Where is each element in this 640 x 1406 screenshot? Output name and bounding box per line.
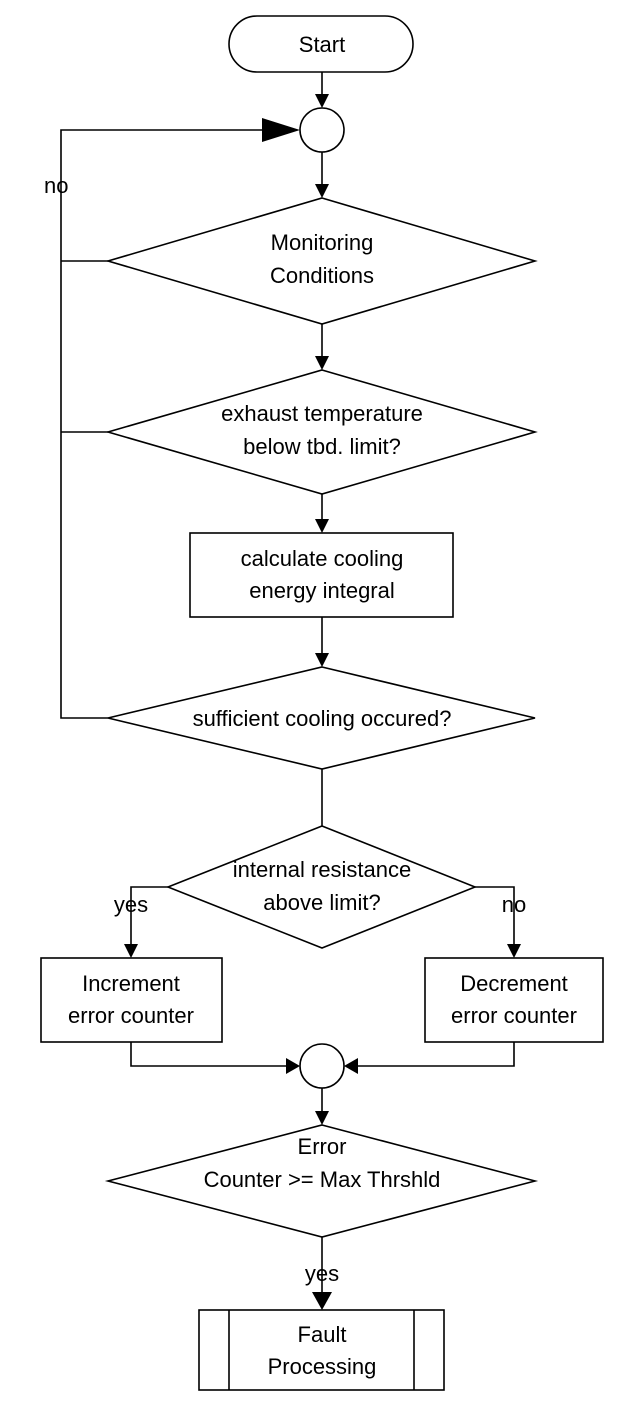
- connector-decrement-merge: [356, 1042, 515, 1067]
- arrowhead: [315, 184, 329, 198]
- resistance-yes-label: yes: [114, 892, 148, 917]
- resistance-decision: [165, 825, 478, 949]
- connectors: [60, 72, 521, 1310]
- arrowhead: [315, 1111, 329, 1125]
- exhaust-label-line1: exhaust temperature: [221, 401, 423, 426]
- resistance-label-line2: above limit?: [263, 890, 380, 915]
- loop-back-line: [60, 129, 264, 719]
- loop-junction-top: [299, 107, 345, 153]
- fault-predefined-process: [198, 1309, 445, 1391]
- decrement-label-line1: Decrement: [460, 971, 568, 996]
- error-yes-label: yes: [305, 1261, 339, 1286]
- increment-label-line1: Increment: [82, 971, 180, 996]
- increment-label-line2: error counter: [68, 1003, 194, 1028]
- start-label: Start: [299, 32, 345, 57]
- connector-no-decrement: [475, 886, 515, 946]
- calculate-label-line2: energy integral: [249, 578, 395, 603]
- resistance-label-line1: internal resistance: [233, 857, 412, 882]
- loop-no-label: no: [44, 173, 68, 198]
- arrowhead: [315, 653, 329, 667]
- arrowhead: [312, 1292, 332, 1310]
- error-label-line1: Error: [298, 1134, 347, 1159]
- arrowhead: [344, 1058, 358, 1074]
- sufficient-label: sufficient cooling occured?: [193, 706, 452, 731]
- monitoring-decision: [105, 197, 538, 325]
- resistance-no-label: no: [502, 892, 526, 917]
- fault-label-line1: Fault: [298, 1322, 347, 1347]
- decrement-label-line2: error counter: [451, 1003, 577, 1028]
- exhaust-decision: [105, 369, 538, 495]
- arrowhead: [507, 944, 521, 958]
- calculate-process: [189, 532, 454, 618]
- fault-label-line2: Processing: [268, 1354, 377, 1379]
- arrowhead: [315, 94, 329, 108]
- arrowhead: [286, 1058, 300, 1074]
- start-terminal: [228, 15, 414, 73]
- arrowhead: [315, 519, 329, 533]
- connector-increment-merge: [130, 1042, 288, 1067]
- connector-yes-increment: [130, 886, 168, 946]
- monitoring-label-line2: Conditions: [270, 263, 374, 288]
- monitoring-label-line1: Monitoring: [271, 230, 374, 255]
- exhaust-label-line2: below tbd. limit?: [243, 434, 401, 459]
- arrowhead: [124, 944, 138, 958]
- merge-junction: [299, 1043, 345, 1089]
- calculate-label-line1: calculate cooling: [241, 546, 404, 571]
- error-label-line2: Counter >= Max Thrshld: [204, 1167, 441, 1192]
- arrowhead-loop: [262, 118, 300, 142]
- arrowhead: [315, 356, 329, 370]
